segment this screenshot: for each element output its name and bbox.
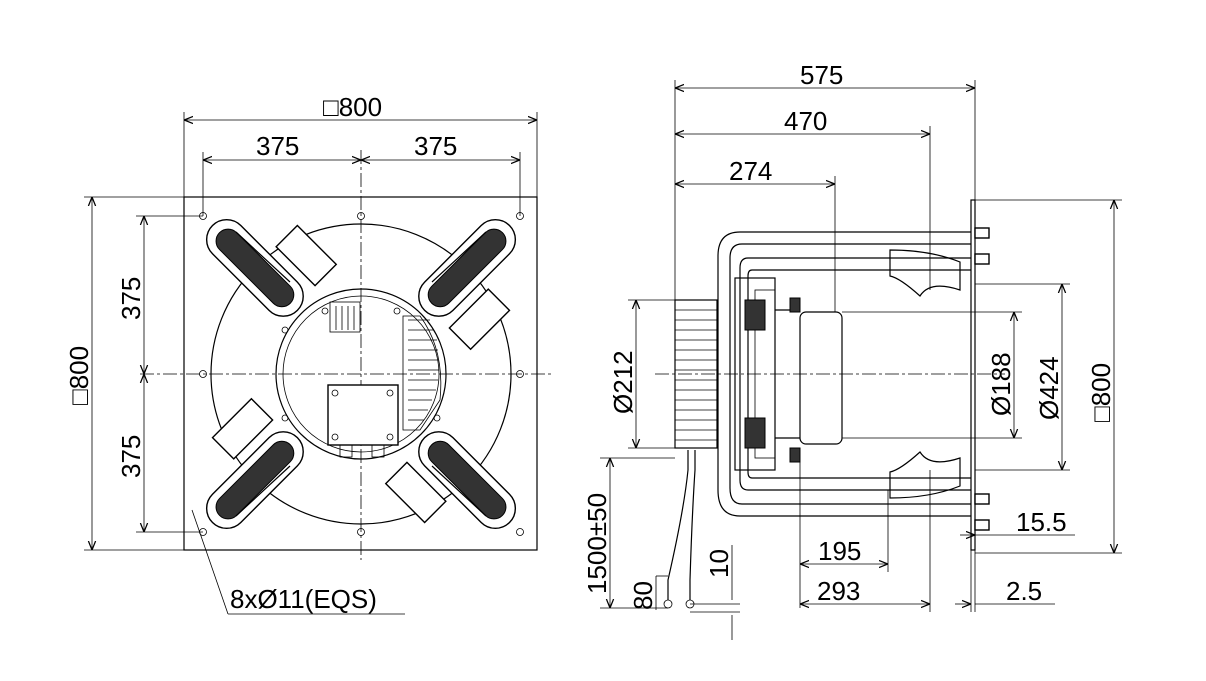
terminal-box	[327, 384, 399, 446]
label-2-5: 2.5	[1006, 576, 1042, 606]
impeller-housing	[210, 223, 512, 525]
dim-cable-length: 1500±50	[582, 457, 675, 609]
support-arms	[205, 218, 517, 530]
dim-hole-spacing-top: 375 375	[202, 131, 521, 216]
label-cable-length: 1500±50	[582, 493, 612, 594]
dim-188: Ø188	[842, 311, 1022, 439]
dim-575: 575	[674, 60, 976, 300]
dim-80: 80	[628, 575, 668, 610]
dim-overall-width: □800	[183, 92, 538, 197]
dim-side-800: □800	[975, 199, 1122, 554]
dim-274: 274	[675, 156, 836, 312]
label-10: 10	[704, 549, 734, 578]
label-hole-spacing-left-lower: 375	[116, 435, 146, 478]
label-hole-spacing-top-left: 375	[256, 131, 299, 161]
impeller	[799, 249, 961, 499]
label-470: 470	[784, 106, 827, 136]
label-293: 293	[817, 576, 860, 606]
dim-212: Ø212	[608, 299, 675, 449]
dim-hole-spacing-left: 375 375	[116, 215, 203, 533]
inlet-ring	[275, 288, 447, 460]
tube-frame	[717, 227, 990, 531]
label-hole-callout: 8xØ11(EQS)	[230, 584, 377, 614]
label-hole-spacing-top-right: 375	[414, 131, 457, 161]
label-side-800: □800	[1086, 363, 1116, 422]
label-80: 80	[628, 581, 658, 610]
hole-callout: 8xØ11(EQS)	[191, 509, 405, 615]
side-plate	[970, 199, 976, 551]
motor-body	[674, 277, 801, 471]
front-view: □800 375 375 □800 375 375	[64, 92, 552, 615]
dim-10: 10	[690, 545, 740, 640]
dim-15-5: 15.5	[960, 507, 1075, 537]
dim-195: 195	[799, 462, 889, 608]
motor-electronics	[327, 301, 442, 458]
label-212: Ø212	[608, 350, 638, 414]
label-195: 195	[818, 536, 861, 566]
label-15-5: 15.5	[1016, 507, 1067, 537]
mounting-plate	[183, 196, 538, 551]
label-424: Ø424	[1034, 356, 1064, 420]
label-overall-width: □800	[323, 92, 382, 122]
cables	[663, 450, 696, 609]
dim-overall-height: □800	[64, 196, 184, 551]
dim-2-5: 2.5	[955, 550, 1055, 612]
side-view: 575 470 274 Ø212 Ø188	[582, 60, 1122, 640]
dim-470: 470	[675, 106, 931, 290]
dim-293: 293	[800, 470, 931, 612]
mounting-holes	[199, 212, 524, 536]
label-274: 274	[729, 156, 772, 186]
label-575: 575	[800, 60, 843, 90]
label-hole-spacing-left-upper: 375	[116, 277, 146, 320]
dim-424: Ø424	[975, 283, 1070, 471]
label-188: Ø188	[986, 352, 1016, 416]
label-overall-height: □800	[64, 346, 94, 405]
